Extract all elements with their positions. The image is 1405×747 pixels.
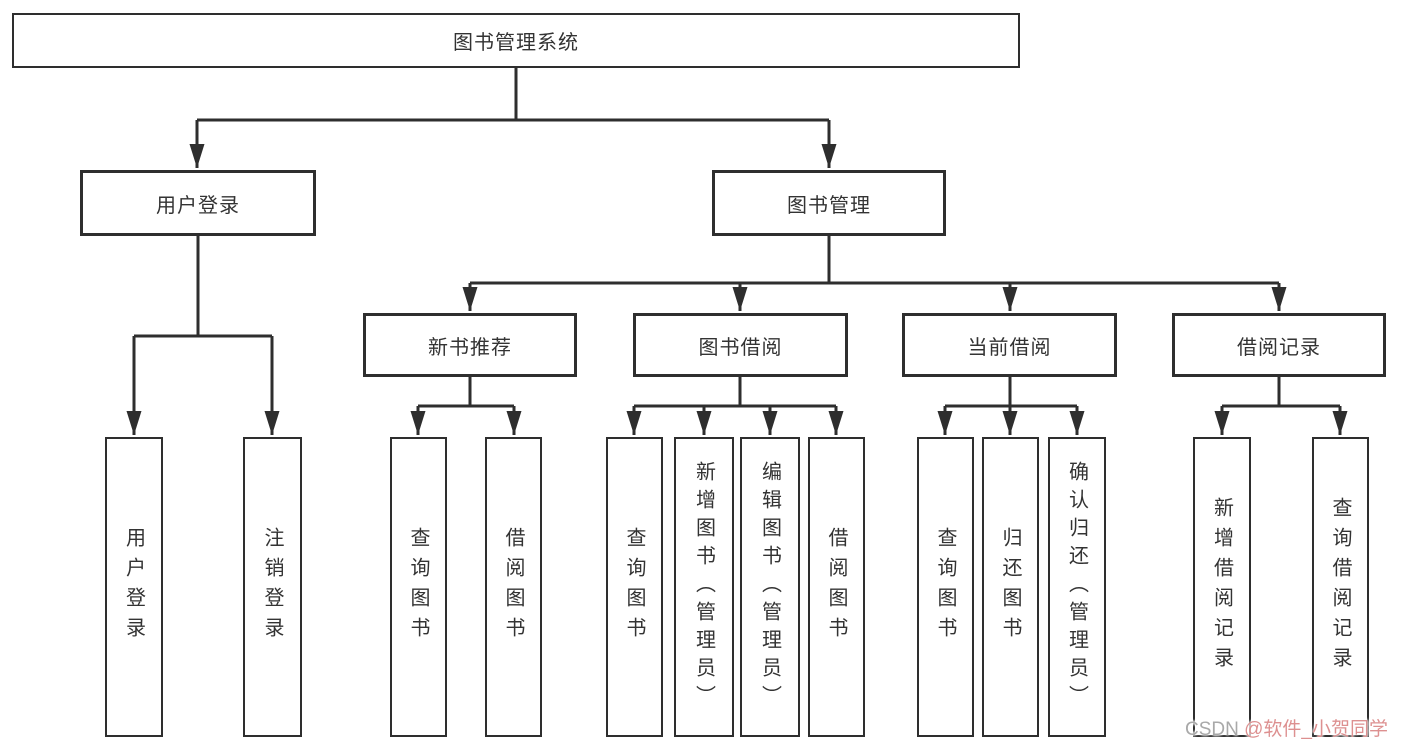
- leaf-label: 查询图书: [623, 527, 645, 647]
- node-borrow-record-label: 借阅记录: [1237, 336, 1321, 359]
- leaf-current-confirm-admin: 确认归还（管理员）: [1048, 437, 1106, 737]
- leaf-label: 查询图书: [934, 527, 956, 647]
- node-book-borrow-label: 图书借阅: [698, 336, 783, 359]
- leaf-borrow-book: 借阅图书: [808, 437, 865, 737]
- watermark: CSDN @软件_小贺同学: [1185, 714, 1388, 741]
- leaf-label: 用户登录: [122, 527, 145, 647]
- node-book-mgmt: 图书管理: [712, 170, 946, 236]
- connector-user-login: [134, 236, 272, 338]
- node-root: 图书管理系统: [12, 13, 1020, 68]
- leaf-record-query: 查询借阅记录: [1312, 437, 1369, 737]
- connector-book-borrow: [634, 377, 836, 408]
- leaf-label: 查询借阅记录: [1329, 497, 1351, 677]
- node-borrow-record: 借阅记录: [1172, 313, 1386, 377]
- leaf-newbook-query: 查询图书: [390, 437, 447, 737]
- leaf-user-login: 用户登录: [105, 437, 163, 737]
- leaf-borrow-query: 查询图书: [606, 437, 663, 737]
- node-user-login: 用户登录: [80, 170, 316, 236]
- node-current-borrow-label: 当前借阅: [967, 336, 1052, 359]
- node-book-mgmt-label: 图书管理: [787, 194, 871, 217]
- leaf-label: 查询图书: [407, 527, 429, 647]
- leaf-borrow-add-admin: 新增图书（管理员）: [674, 437, 734, 737]
- leaf-newbook-borrow: 借阅图书: [485, 437, 542, 737]
- leaf-label: 归还图书: [999, 527, 1021, 647]
- leaf-label: 新增图书（管理员）: [692, 461, 715, 713]
- node-book-borrow: 图书借阅: [633, 313, 848, 377]
- node-current-borrow: 当前借阅: [902, 313, 1117, 377]
- node-new-book: 新书推荐: [363, 313, 577, 377]
- leaf-logout: 注销登录: [243, 437, 302, 737]
- leaf-record-add: 新增借阅记录: [1193, 437, 1251, 737]
- leaf-current-return: 归还图书: [982, 437, 1039, 737]
- connector-book-mgmt: [470, 236, 1279, 285]
- leaf-label: 注销登录: [261, 527, 283, 647]
- leaf-label: 编辑图书（管理员）: [758, 461, 781, 713]
- leaf-current-query: 查询图书: [917, 437, 974, 737]
- leaf-borrow-edit-admin: 编辑图书（管理员）: [740, 437, 800, 737]
- watermark-csdn-label: CSDN: [1185, 719, 1245, 740]
- node-root-label: 图书管理系统: [453, 32, 579, 54]
- leaf-label: 新增借阅记录: [1210, 497, 1233, 677]
- connector-root: [197, 68, 829, 122]
- watermark-author-handle: @软件_小贺同学: [1244, 719, 1388, 740]
- connector-current-borrow: [945, 377, 1077, 408]
- leaf-label: 借阅图书: [502, 527, 524, 647]
- leaf-label: 借阅图书: [825, 527, 847, 647]
- connector-new-book: [418, 377, 514, 408]
- connector-borrow-record: [1222, 377, 1340, 408]
- node-user-login-label: 用户登录: [156, 194, 240, 217]
- leaf-label: 确认归还（管理员）: [1065, 461, 1088, 713]
- node-new-book-label: 新书推荐: [428, 336, 512, 359]
